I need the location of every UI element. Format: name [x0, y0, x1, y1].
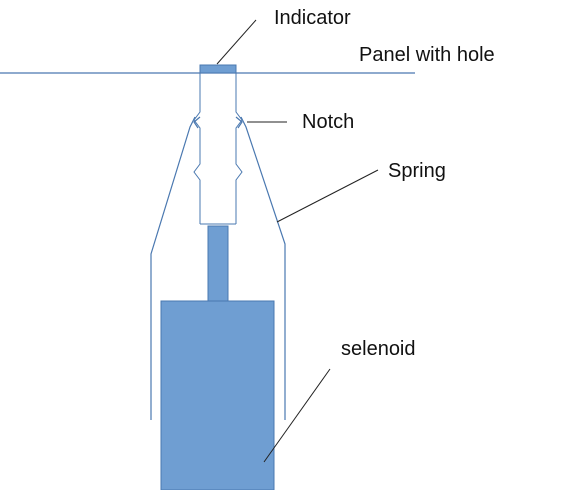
panel-label: Panel with hole: [359, 44, 495, 66]
spring-right-hook: [235, 116, 243, 129]
plunger-left-edge: [193, 73, 201, 224]
connecting-rod: [207, 225, 229, 302]
spring-leader: [276, 169, 379, 223]
indicator-leader: [216, 19, 257, 65]
plunger-right-edge: [235, 73, 243, 224]
spring-left-arm: [150, 116, 196, 420]
selenoid-leader: [263, 368, 331, 463]
spring-left-hook: [193, 116, 201, 129]
solenoid-body: [160, 300, 275, 490]
indicator-cap: [199, 64, 237, 74]
spring-label: Spring: [388, 160, 446, 182]
indicator-label: Indicator: [274, 7, 351, 29]
selenoid-label: selenoid: [341, 338, 416, 360]
spring-right-arm: [240, 116, 286, 420]
notch-label: Notch: [302, 111, 355, 133]
